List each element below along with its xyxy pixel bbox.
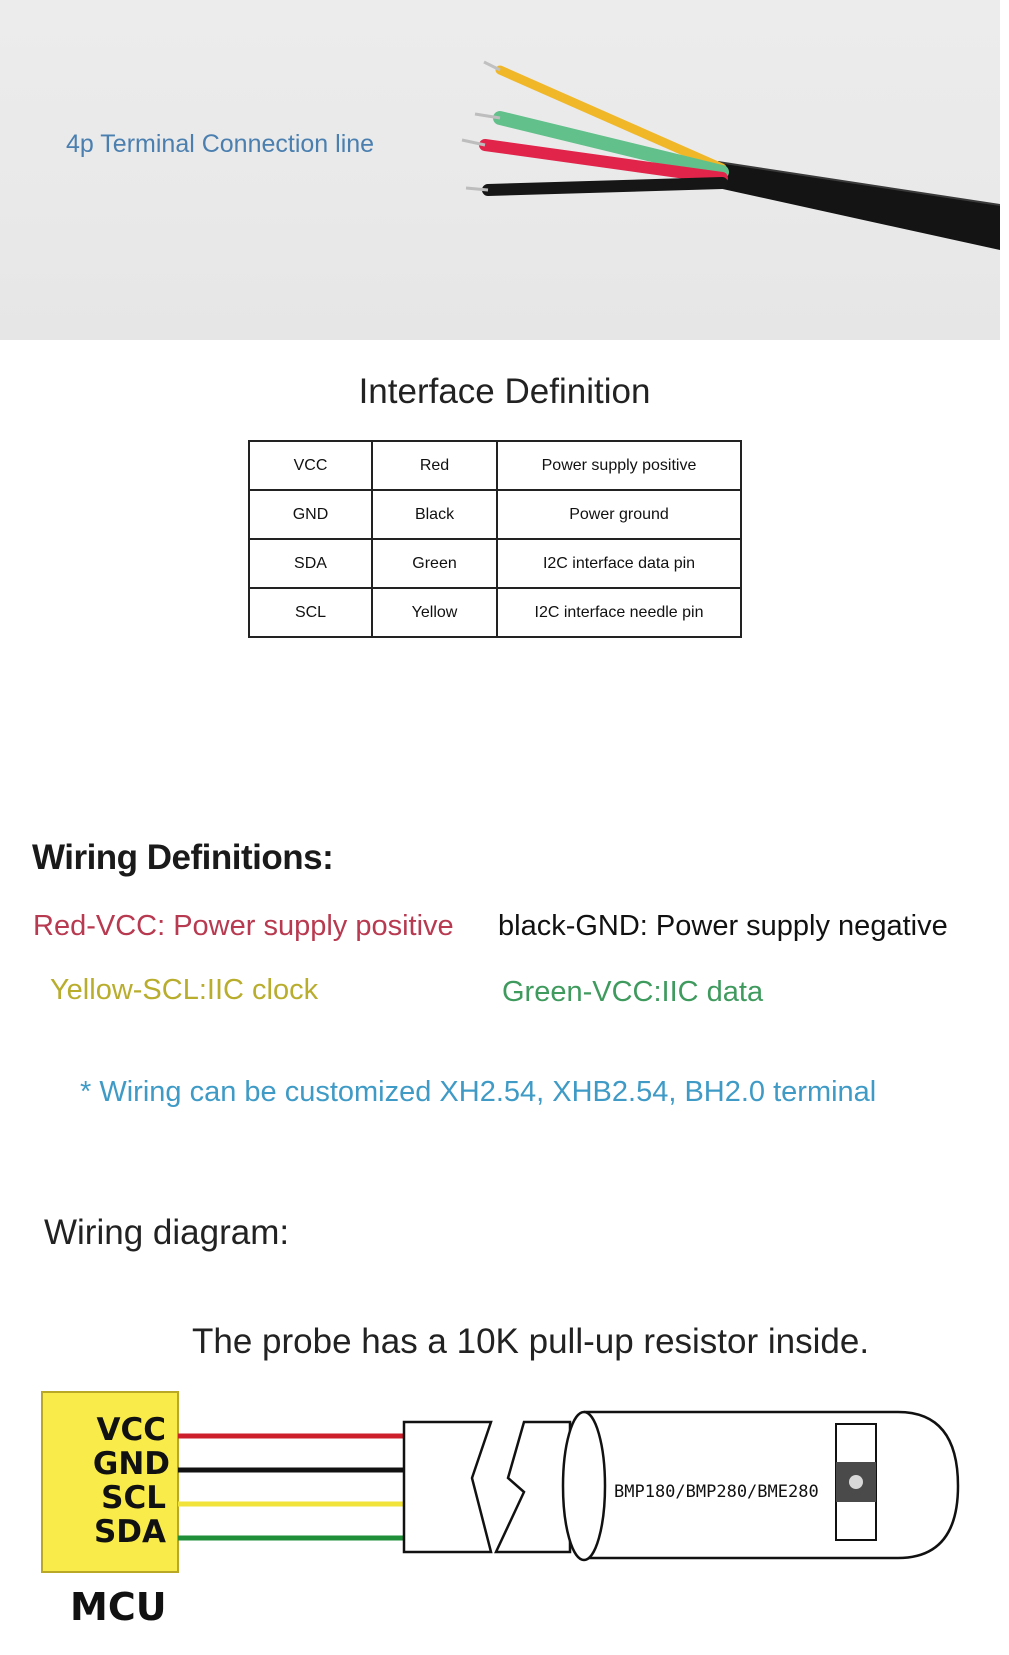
black-wire-definition: black-GND: Power supply negative — [498, 910, 948, 942]
interface-definition-title: Interface Definition — [358, 372, 651, 411]
cable-illustration — [461, 60, 1001, 250]
table-row: VCC Red Power supply positive — [248, 440, 742, 491]
mcu-pin-gnd: GND — [93, 1446, 170, 1482]
description-cell: Power supply positive — [496, 440, 742, 491]
cable-break-symbol — [494, 1420, 572, 1554]
table-row: GND Black Power ground — [248, 489, 742, 540]
yellow-wire-definition: Yellow-SCL:IIC clock — [50, 974, 319, 1006]
color-cell: Yellow — [371, 587, 498, 638]
mcu-label: MCU — [70, 1585, 167, 1629]
sensor-hole-icon — [849, 1475, 863, 1489]
interface-table: VCC Red Power supply positive GND Black … — [248, 440, 742, 638]
wiring-diagram: VCC GND SCL SDA BMP180/BMP280/BME280 — [41, 1391, 960, 1573]
mcu-pin-scl: SCL — [101, 1480, 166, 1516]
probe-label: BMP180/BMP280/BME280 — [614, 1482, 819, 1502]
customization-note: * Wiring can be customized XH2.54, XHB2.… — [80, 1076, 877, 1108]
description-cell: I2C interface data pin — [496, 538, 742, 589]
description-cell: Power ground — [496, 489, 742, 540]
cable-label: 4p Terminal Connection line — [66, 130, 375, 158]
probe-end-cap — [561, 1410, 607, 1562]
mcu-pin-sda: SDA — [94, 1514, 166, 1550]
green-wire-definition: Green-VCC:IIC data — [502, 976, 764, 1008]
pin-cell: SDA — [248, 538, 373, 589]
table-row: SCL Yellow I2C interface needle pin — [248, 587, 742, 638]
red-wire-definition: Red-VCC: Power supply positive — [33, 910, 454, 942]
cable-photo: 4p Terminal Connection line — [0, 0, 1001, 340]
color-cell: Red — [371, 440, 498, 491]
pin-cell: VCC — [248, 440, 373, 491]
wiring-diagram-title: Wiring diagram: — [44, 1213, 290, 1252]
description-cell: I2C interface needle pin — [496, 587, 742, 638]
pin-cell: SCL — [248, 587, 373, 638]
color-cell: Green — [371, 538, 498, 589]
color-cell: Black — [371, 489, 498, 540]
mcu-pin-vcc: VCC — [97, 1412, 167, 1448]
cable-segment — [402, 1420, 493, 1554]
pin-cell: GND — [248, 489, 373, 540]
wiring-definitions-title: Wiring Definitions: — [32, 838, 334, 877]
table-row: SDA Green I2C interface data pin — [248, 538, 742, 589]
mcu-block — [41, 1391, 179, 1573]
pull-up-resistor-note: The probe has a 10K pull-up resistor ins… — [192, 1322, 870, 1361]
